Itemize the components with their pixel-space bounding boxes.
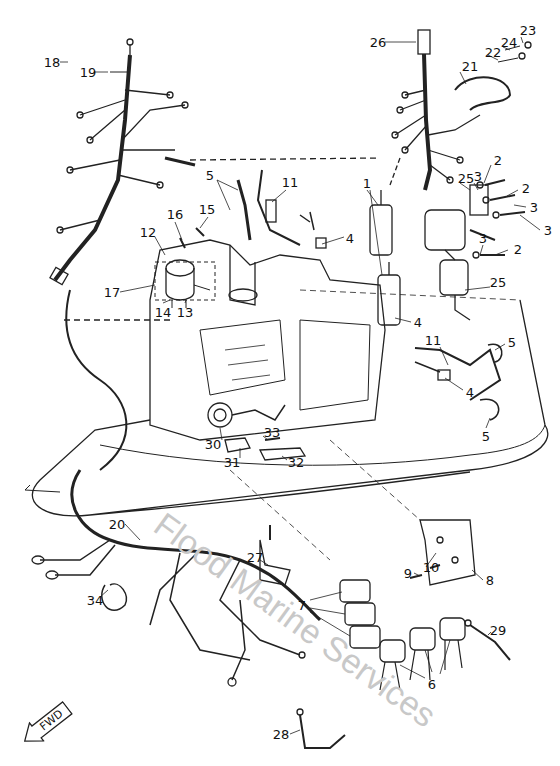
callout-number: 3 — [543, 223, 553, 238]
callout-number: 2 — [513, 242, 523, 257]
callout-number: 10 — [422, 560, 441, 575]
callout-number: 29 — [489, 623, 508, 638]
callout-number: 2 — [521, 181, 531, 196]
callout-number: 32 — [287, 455, 306, 470]
callout-number: 17 — [103, 285, 122, 300]
callout-number: 11 — [424, 333, 443, 348]
callout-number: 5 — [481, 429, 491, 444]
callout-number: 28 — [272, 727, 291, 742]
callout-number: 5 — [205, 168, 215, 183]
callout-number: 25 — [489, 275, 508, 290]
direction-arrow: FWD — [16, 697, 76, 751]
callout-number: 25 — [457, 171, 476, 186]
callout-number: 33 — [263, 425, 282, 440]
callout-number: 2 — [493, 153, 503, 168]
callout-number: 3 — [478, 231, 488, 246]
callout-number: 26 — [369, 35, 388, 50]
callout-number: 12 — [139, 225, 158, 240]
callout-number: 24 — [500, 35, 519, 50]
callout-number: 9 — [403, 566, 413, 581]
callout-number: 34 — [86, 593, 105, 608]
callout-number: 23 — [519, 23, 538, 38]
callout-number: 15 — [198, 202, 217, 217]
callout-number: 8 — [485, 573, 495, 588]
callout-number: 21 — [461, 59, 480, 74]
callout-number: 18 — [43, 55, 62, 70]
callout-number: 3 — [529, 200, 539, 215]
callout-number: 3 — [473, 169, 483, 184]
callout-number: 16 — [166, 207, 185, 222]
callout-number: 11 — [281, 175, 300, 190]
callout-number: 13 — [176, 305, 195, 320]
callout-number: 22 — [484, 45, 503, 60]
watermark: Flood Marine Services — [147, 505, 444, 735]
callout-number: 14 — [154, 305, 173, 320]
callout-number: 4 — [345, 231, 355, 246]
callout-number: 6 — [427, 677, 437, 692]
callout-number: 20 — [108, 517, 127, 532]
callout-number: 19 — [79, 65, 98, 80]
callout-number: 4 — [413, 315, 423, 330]
callout-number: 5 — [507, 335, 517, 350]
callout-number: 4 — [465, 385, 475, 400]
callout-number: 31 — [223, 455, 242, 470]
callout-number: 1 — [362, 176, 372, 191]
callout-number: 30 — [204, 437, 223, 452]
